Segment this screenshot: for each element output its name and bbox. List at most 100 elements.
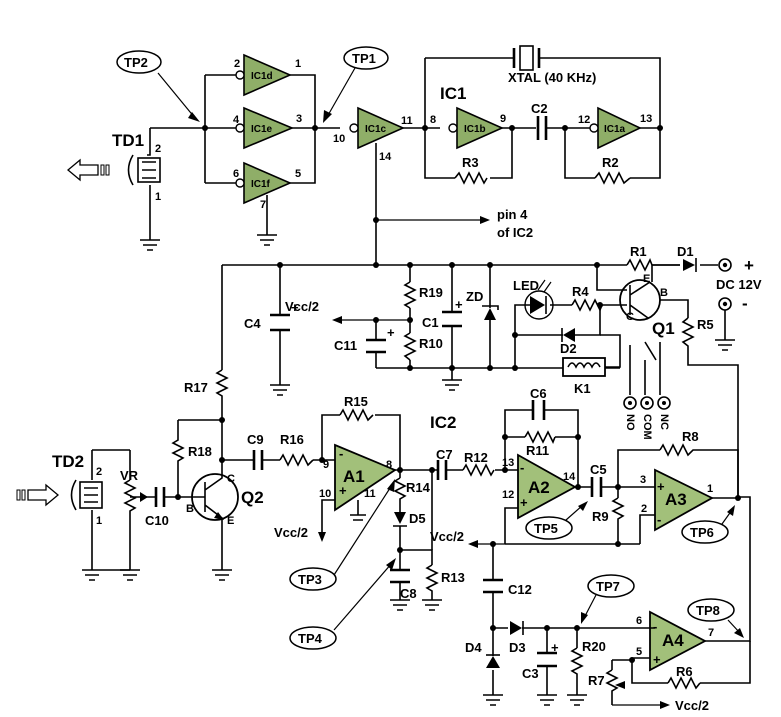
pin-label: 11 bbox=[401, 115, 413, 127]
a2-label: A2 bbox=[528, 478, 550, 497]
pin-label: 1 bbox=[295, 58, 301, 70]
power-section: R1 D1 + DC 12V - E B C Q1 R5 R19 R10 Vc bbox=[222, 244, 762, 497]
led-label: LED bbox=[513, 278, 539, 293]
gate-ic1e-label: IC1e bbox=[251, 124, 273, 135]
k1-label: K1 bbox=[574, 381, 591, 396]
pin-label: 13 bbox=[502, 457, 514, 469]
relay-com-label: COM bbox=[641, 414, 653, 440]
tp6-label: TP6 bbox=[690, 525, 714, 540]
tp8: TP8 bbox=[687, 598, 744, 638]
a1-plus: + bbox=[339, 483, 347, 498]
a4-minus: - bbox=[653, 619, 657, 634]
c5-label: C5 bbox=[590, 462, 607, 477]
c4-label: C4 bbox=[244, 316, 261, 331]
c12-label: C12 bbox=[508, 582, 532, 597]
r7-label: R7 bbox=[588, 673, 605, 688]
pin-label: B bbox=[186, 503, 194, 515]
gate-ic1c-label: IC1c bbox=[365, 124, 387, 135]
pin-label: 2 bbox=[641, 503, 647, 515]
pin-label: 3 bbox=[640, 474, 646, 486]
dc-label: DC 12V bbox=[716, 277, 762, 292]
plus-label: + bbox=[744, 256, 754, 275]
pin-label: 1 bbox=[707, 483, 713, 495]
pin-label: 9 bbox=[500, 113, 506, 125]
r5-label: R5 bbox=[697, 317, 714, 332]
pin-label: 14 bbox=[379, 151, 392, 163]
c9-label: C9 bbox=[247, 432, 264, 447]
r17-label: R17 bbox=[184, 380, 208, 395]
tp1: TP1 bbox=[323, 46, 389, 123]
d3-label: D3 bbox=[509, 640, 526, 655]
a2-minus: - bbox=[520, 460, 524, 475]
gate-ic1a-label: IC1a bbox=[604, 124, 626, 135]
pin-label: E bbox=[643, 273, 650, 285]
q1-label: Q1 bbox=[652, 319, 675, 338]
pin-label: 8 bbox=[386, 459, 392, 471]
c3-label: C3 bbox=[522, 666, 539, 681]
r16-label: R16 bbox=[280, 432, 304, 447]
pin4-note-line1: pin 4 bbox=[497, 207, 528, 222]
relay-nc-label: NC bbox=[658, 414, 670, 430]
pin-label: 3 bbox=[296, 113, 302, 125]
d2-label: D2 bbox=[560, 341, 577, 356]
tp5: TP5 bbox=[525, 501, 588, 540]
c2-label: C2 bbox=[531, 101, 548, 116]
vcc-label-2: Vcc/2 bbox=[274, 525, 308, 540]
c4-plus: + bbox=[291, 300, 299, 315]
r8-label: R8 bbox=[682, 429, 699, 444]
r13-label: R13 bbox=[441, 570, 465, 585]
q2-label: Q2 bbox=[241, 488, 264, 507]
r20-label: R20 bbox=[582, 639, 606, 654]
pin-label: 2 bbox=[96, 466, 102, 478]
a2-plus: + bbox=[520, 495, 528, 510]
r11-label: R11 bbox=[526, 443, 549, 458]
pin-label: 7 bbox=[260, 199, 266, 211]
pin-label: 5 bbox=[295, 168, 301, 180]
pin-label: 10 bbox=[319, 488, 331, 500]
r9-label: R9 bbox=[592, 509, 609, 524]
pin-label: 1 bbox=[96, 515, 102, 527]
pin-label: 12 bbox=[578, 114, 590, 126]
r14-label: R14 bbox=[406, 480, 431, 495]
zd-label: ZD bbox=[466, 289, 483, 304]
c8-label: C8 bbox=[400, 586, 417, 601]
gate-ic1f-label: IC1f bbox=[251, 179, 271, 190]
r1-label: R1 bbox=[630, 244, 647, 259]
ic2-label: IC2 bbox=[430, 413, 456, 432]
tp4: TP4 bbox=[289, 558, 396, 650]
receive-arrow-icon bbox=[27, 483, 60, 507]
a3-label: A3 bbox=[665, 490, 687, 509]
vcc-label-3: Vcc/2 bbox=[430, 529, 464, 544]
td1-transducer: TD1 2 1 bbox=[66, 128, 161, 251]
receiver-section: R17 R18 C B E Q2 C10 VR TD2 2 1 bbox=[16, 265, 751, 713]
pin-label: 2 bbox=[234, 58, 240, 70]
r19-label: R19 bbox=[419, 285, 443, 300]
a4-label: A4 bbox=[662, 631, 684, 650]
a1-label: A1 bbox=[343, 467, 365, 486]
xtal-label: XTAL (40 KHz) bbox=[508, 70, 596, 85]
tp6: TP6 bbox=[681, 505, 735, 544]
pin-label: 5 bbox=[636, 646, 642, 658]
pin-label: 10 bbox=[333, 133, 345, 145]
ic1-section: IC1d 2 1 IC1e 4 3 IC1f 6 5 7 IC1c 10 11 … bbox=[150, 45, 663, 265]
pin-label: 6 bbox=[233, 168, 239, 180]
pin-label: C bbox=[626, 311, 634, 323]
gate-ic1d-label: IC1d bbox=[251, 71, 273, 82]
td2-label: TD2 bbox=[52, 452, 84, 471]
pin-label: 7 bbox=[708, 627, 714, 639]
a3-minus: - bbox=[657, 512, 661, 527]
pin-label: 11 bbox=[364, 488, 376, 500]
tp4-label: TP4 bbox=[298, 631, 323, 646]
pin-label: B bbox=[660, 287, 668, 299]
vr-label: VR bbox=[120, 468, 139, 483]
pin-label: 8 bbox=[430, 114, 436, 126]
r6-label: R6 bbox=[676, 664, 693, 679]
c3-plus: + bbox=[551, 640, 559, 655]
c11-label: C11 bbox=[334, 338, 357, 353]
d5-label: D5 bbox=[409, 511, 426, 526]
tp3: TP3 bbox=[289, 479, 395, 591]
r12-label: R12 bbox=[464, 450, 488, 465]
a1-minus: - bbox=[339, 446, 343, 461]
pin-label: 4 bbox=[233, 114, 240, 126]
